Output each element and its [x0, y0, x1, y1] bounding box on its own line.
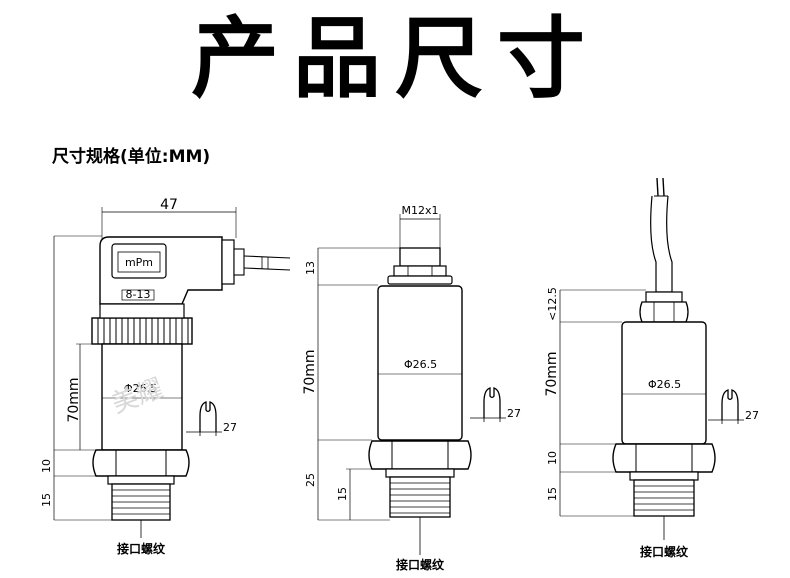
product-aviation-plug: M12x1 Φ26.5 接口螺纹 13 70mm: [302, 204, 521, 572]
product-direct-cable: Φ26.5 接口螺纹 <12.5 70mm 10 15 27: [544, 177, 759, 559]
diameter-label: Φ26.5: [124, 382, 157, 395]
thread-caption: 接口螺纹: [396, 557, 445, 572]
lower-total-label: 25: [304, 473, 317, 487]
wrench-size-label: 27: [223, 421, 237, 434]
diameter-label: Φ26.5: [404, 358, 437, 371]
hex-height-label: 10: [40, 459, 53, 473]
connector-code-text: 8-13: [126, 288, 151, 301]
wrench-size-label: 27: [507, 407, 521, 420]
dimension-subtitle: 尺寸规格(单位:MM): [52, 147, 211, 167]
thread-caption: 接口螺纹: [640, 544, 689, 559]
body-height-label: 70mm: [66, 377, 82, 422]
body-height-label: 70mm: [544, 351, 560, 396]
top-thread-label: M12x1: [402, 204, 439, 217]
thread-height-label: 15: [546, 487, 559, 501]
top-height-label: 13: [304, 261, 317, 275]
body-height-label: 70mm: [302, 349, 318, 394]
wrench-size-label: 27: [745, 409, 759, 422]
diameter-label: Φ26.5: [648, 378, 681, 391]
product-din-connector: 47 mPm 8-13 Φ26.5: [40, 197, 291, 556]
thread-height-label: 15: [336, 487, 349, 501]
connector-brand-text: mPm: [125, 256, 153, 269]
top-height-label: <12.5: [546, 287, 559, 321]
thread-caption: 接口螺纹: [117, 541, 166, 556]
hex-height-label: 10: [546, 451, 559, 465]
width-dimension-label: 47: [160, 197, 178, 213]
page-title: 产品尺寸: [190, 7, 599, 110]
thread-height-label: 15: [40, 493, 53, 507]
